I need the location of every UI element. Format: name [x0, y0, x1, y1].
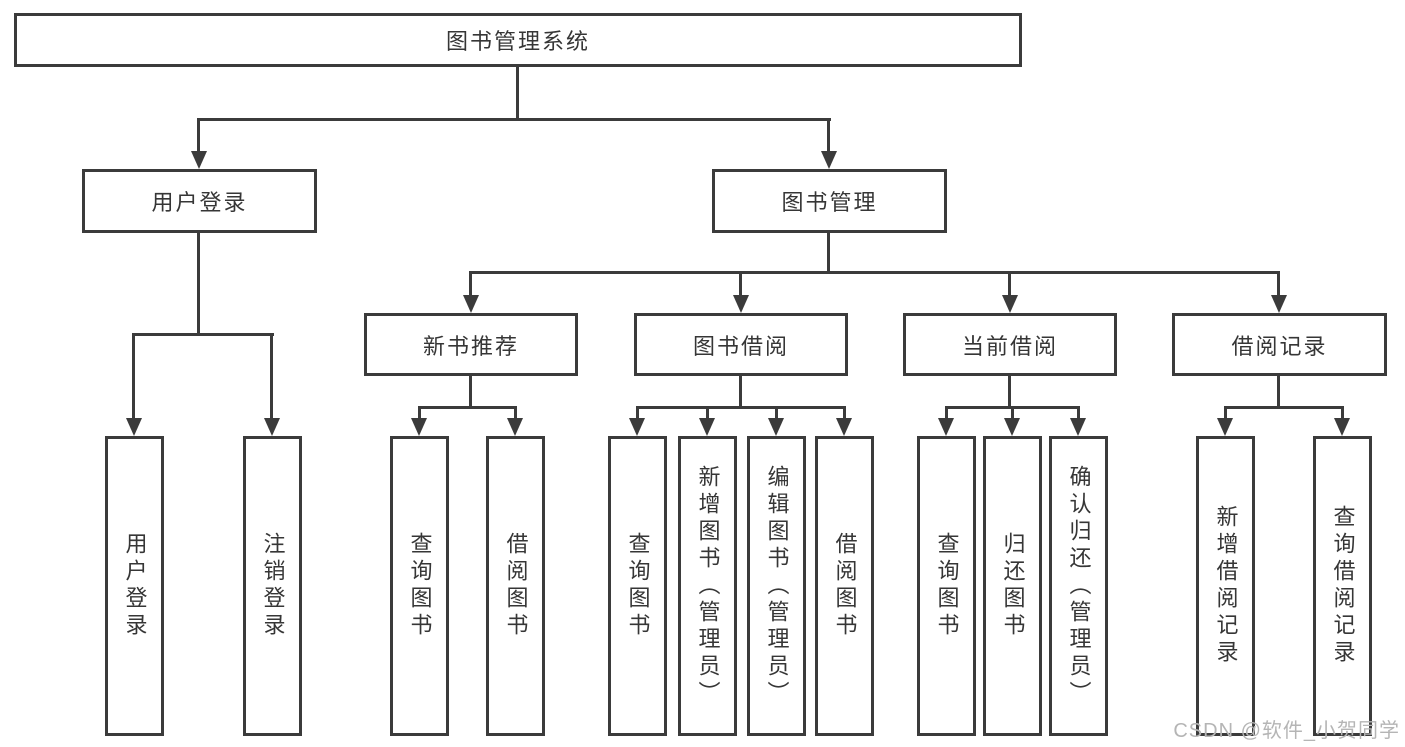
connector-line: [739, 271, 742, 297]
node-label: 图书管理系统: [445, 29, 590, 54]
connector-line: [516, 67, 519, 120]
connector-line: [514, 406, 517, 420]
connector-line: [270, 333, 273, 419]
node-label: 借阅记录: [1231, 333, 1328, 359]
leaf-user-login: 用户登录: [105, 436, 164, 736]
arrow-down-icon: [126, 418, 142, 436]
connector-line: [1224, 406, 1227, 420]
leaf-borrow-books-borrowing: 借阅图书: [815, 436, 874, 736]
arrow-down-icon: [191, 151, 207, 169]
node-label: 图书管理: [781, 190, 878, 215]
connector-line: [1277, 271, 1280, 297]
connector-line: [827, 118, 830, 153]
leaf-add-borrow-record: 新增借阅记录: [1196, 436, 1255, 736]
leaf-label: 查询图书: [407, 532, 433, 640]
node-new-book-recommendation: 新书推荐: [364, 313, 578, 376]
connector-line: [1277, 376, 1280, 408]
arrow-down-icon: [1334, 418, 1350, 436]
connector-line: [197, 118, 831, 121]
arrow-down-icon: [699, 418, 715, 436]
arrow-down-icon: [836, 418, 852, 436]
node-current-borrowing: 当前借阅: [903, 313, 1117, 376]
arrow-down-icon: [463, 295, 479, 313]
connector-line: [197, 233, 200, 335]
connector-line: [1008, 376, 1011, 408]
leaf-query-borrow-record: 查询借阅记录: [1313, 436, 1372, 736]
node-book-management: 图书管理: [712, 169, 947, 233]
leaf-label: 新增图书（管理员）: [695, 464, 721, 708]
connector-line: [418, 406, 421, 420]
leaf-return-books: 归还图书: [983, 436, 1042, 736]
connector-line: [469, 376, 472, 408]
node-label: 图书借阅: [692, 333, 789, 359]
leaf-label: 查询借阅记录: [1330, 505, 1356, 667]
arrow-down-icon: [411, 418, 427, 436]
node-label: 当前借阅: [961, 333, 1058, 359]
connector-line: [469, 271, 1280, 274]
connector-line: [418, 406, 517, 409]
leaf-label: 编辑图书（管理员）: [764, 464, 790, 708]
arrow-down-icon: [1070, 418, 1086, 436]
leaf-label: 用户登录: [122, 532, 148, 640]
leaf-label: 借阅图书: [832, 532, 858, 640]
node-library-management-system: 图书管理系统: [14, 13, 1022, 67]
leaf-label: 注销登录: [260, 532, 286, 640]
connector-line: [636, 406, 846, 409]
arrow-down-icon: [733, 295, 749, 313]
connector-line: [945, 406, 948, 420]
connector-line: [1011, 406, 1014, 420]
node-label: 用户登录: [151, 190, 248, 215]
leaf-add-books-admin: 新增图书（管理员）: [678, 436, 737, 736]
leaf-label: 归还图书: [1000, 532, 1026, 640]
arrow-down-icon: [821, 151, 837, 169]
arrow-down-icon: [629, 418, 645, 436]
node-borrowing-records: 借阅记录: [1172, 313, 1387, 376]
leaf-query-books-current: 查询图书: [917, 436, 976, 736]
connector-line: [132, 333, 135, 419]
leaf-logout: 注销登录: [243, 436, 302, 736]
arrow-down-icon: [938, 418, 954, 436]
connector-line: [1077, 406, 1080, 420]
connector-line: [827, 233, 830, 273]
connector-line: [1224, 406, 1344, 409]
watermark: CSDN @软件_小贺同学: [1173, 720, 1400, 742]
node-book-borrowing: 图书借阅: [634, 313, 848, 376]
leaf-label: 借阅图书: [503, 532, 529, 640]
node-user-login: 用户登录: [82, 169, 317, 233]
leaf-label: 查询图书: [625, 532, 651, 640]
connector-line: [739, 376, 742, 408]
connector-line: [1008, 271, 1011, 297]
leaf-confirm-return-admin: 确认归还（管理员）: [1049, 436, 1108, 736]
arrow-down-icon: [507, 418, 523, 436]
arrow-down-icon: [1004, 418, 1020, 436]
connector-line: [843, 406, 846, 420]
leaf-label: 确认归还（管理员）: [1066, 464, 1092, 708]
arrow-down-icon: [1271, 295, 1287, 313]
leaf-label: 查询图书: [934, 532, 960, 640]
arrow-down-icon: [1002, 295, 1018, 313]
connector-line: [132, 333, 274, 336]
leaf-label: 新增借阅记录: [1213, 505, 1239, 667]
leaf-query-books-borrowing: 查询图书: [608, 436, 667, 736]
arrow-down-icon: [768, 418, 784, 436]
connector-line: [469, 271, 472, 297]
connector-line: [775, 406, 778, 420]
connector-line: [706, 406, 709, 420]
connector-line: [636, 406, 639, 420]
arrow-down-icon: [1217, 418, 1233, 436]
connector-line: [1341, 406, 1344, 420]
leaf-edit-books-admin: 编辑图书（管理员）: [747, 436, 806, 736]
node-label: 新书推荐: [422, 333, 519, 359]
leaf-query-books-recommendation: 查询图书: [390, 436, 449, 736]
arrow-down-icon: [264, 418, 280, 436]
connector-line: [197, 118, 200, 153]
leaf-borrow-books-recommendation: 借阅图书: [486, 436, 545, 736]
